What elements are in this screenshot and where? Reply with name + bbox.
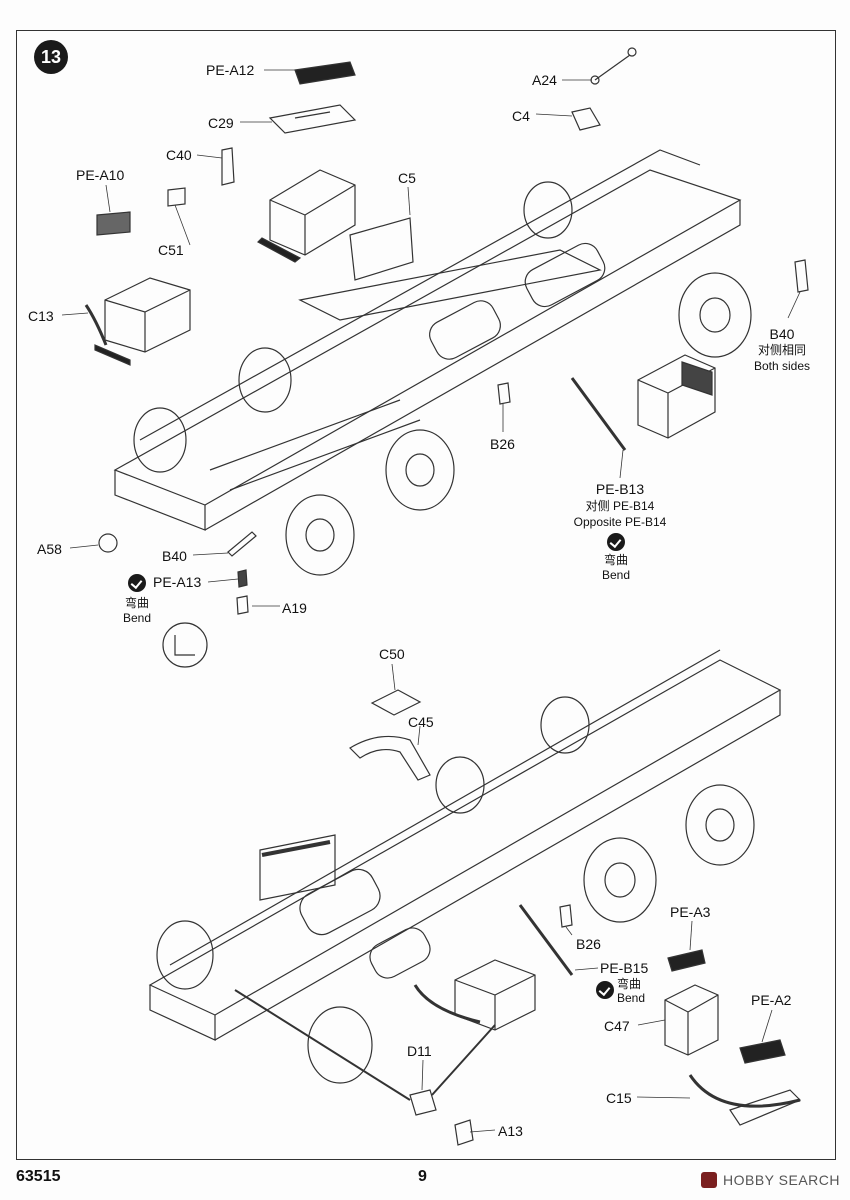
callout-a13: A13 bbox=[498, 1123, 523, 1139]
callout-c13: C13 bbox=[28, 308, 54, 324]
a19-part bbox=[236, 595, 249, 615]
callout-pe-b15: PE-B15 bbox=[600, 960, 649, 976]
callout-b40-right-cn: 对侧相同 bbox=[757, 343, 807, 357]
callout-b26-top: B26 bbox=[490, 436, 515, 452]
c40-part bbox=[221, 147, 235, 186]
watermark-text: HOBBY SEARCH bbox=[723, 1172, 840, 1188]
d11-part bbox=[409, 1024, 496, 1116]
callout-b40-right-en: Both sides bbox=[753, 359, 811, 373]
callout-c40: C40 bbox=[166, 147, 192, 163]
b26-top-part bbox=[497, 382, 511, 405]
storage-box-lower bbox=[413, 959, 536, 1031]
callout-a58: A58 bbox=[37, 541, 62, 557]
wheel-upper-4 bbox=[238, 347, 292, 413]
callout-a24: A24 bbox=[532, 72, 557, 88]
bend-diagram-part bbox=[162, 622, 208, 668]
bend-icon-1 bbox=[607, 533, 625, 551]
callout-c45: C45 bbox=[408, 714, 434, 730]
callout-b40-left: B40 bbox=[162, 548, 187, 564]
callout-c50: C50 bbox=[379, 646, 405, 662]
b26-bottom-part bbox=[559, 904, 573, 928]
step-number-badge: 13 bbox=[34, 40, 68, 74]
callout-c15: C15 bbox=[606, 1090, 632, 1106]
bend-cn-3: 弯曲 bbox=[617, 977, 642, 991]
callout-pe-a12: PE-A12 bbox=[206, 62, 255, 78]
b40-right-part bbox=[794, 259, 809, 293]
c15-step-part bbox=[688, 1074, 802, 1126]
bend-icon-2 bbox=[128, 574, 146, 592]
wheel-upper-2 bbox=[385, 429, 455, 511]
page-number: 9 bbox=[418, 1168, 427, 1185]
upper-chassis-drawing bbox=[113, 149, 752, 576]
watermark: HOBBY SEARCH bbox=[701, 1172, 840, 1188]
battery-box-left bbox=[94, 211, 191, 366]
pe-a12-part bbox=[294, 61, 356, 85]
pe-b15-part bbox=[518, 904, 574, 976]
callout-d11: D11 bbox=[407, 1043, 432, 1059]
wheel-lower-4 bbox=[307, 1006, 373, 1084]
bend-icon-3 bbox=[596, 981, 614, 999]
wheel-upper-5 bbox=[678, 272, 752, 358]
callout-b40-right: B40 bbox=[769, 326, 795, 342]
bend-en-3: Bend bbox=[617, 991, 646, 1005]
wheel-lower-3 bbox=[156, 920, 214, 990]
c4-part bbox=[571, 107, 601, 131]
tie-rod bbox=[234, 989, 411, 1101]
leader-lines bbox=[61, 69, 801, 1133]
callout-pe-a2: PE-A2 bbox=[751, 992, 792, 1008]
callout-a19: A19 bbox=[282, 600, 307, 616]
page-frame bbox=[16, 30, 836, 1160]
lower-chassis-drawing bbox=[148, 649, 782, 1084]
pe-b13-part bbox=[570, 377, 627, 451]
wheel-lower-5 bbox=[435, 756, 485, 814]
wheel-upper-6 bbox=[523, 181, 573, 239]
c29-part bbox=[268, 104, 357, 134]
wheel-upper-1 bbox=[285, 494, 355, 576]
callout-pe-b13-en: Opposite PE-B14 bbox=[573, 515, 667, 529]
bend-en-2: Bend bbox=[122, 611, 152, 625]
callout-pe-a3: PE-A3 bbox=[670, 904, 711, 920]
wheel-lower-6 bbox=[540, 696, 590, 754]
callout-c51: C51 bbox=[158, 242, 184, 258]
bend-en-1: Bend bbox=[601, 568, 631, 582]
bend-cn-2: 弯曲 bbox=[124, 596, 150, 610]
callout-pe-b13-cn: 对侧 PE-B14 bbox=[585, 499, 655, 513]
c47-part bbox=[664, 984, 719, 1056]
callout-c4: C4 bbox=[512, 108, 530, 124]
watermark-logo-icon bbox=[701, 1172, 717, 1188]
callout-c29: C29 bbox=[208, 115, 234, 131]
callout-b26-bottom: B26 bbox=[576, 936, 601, 952]
wheel-upper-3 bbox=[133, 407, 187, 473]
callout-c5: C5 bbox=[398, 170, 416, 186]
wheel-lower-1 bbox=[583, 837, 657, 923]
callout-pe-a13: PE-A13 bbox=[153, 574, 202, 590]
c51-part bbox=[167, 187, 186, 207]
storage-box-right bbox=[637, 354, 716, 439]
pe-a13-part bbox=[237, 569, 248, 588]
model-number: 63515 bbox=[16, 1168, 61, 1185]
a13-part bbox=[454, 1119, 474, 1146]
pe-a2-part bbox=[739, 1039, 786, 1064]
c45-part bbox=[349, 735, 431, 781]
c50-part bbox=[370, 689, 422, 716]
c13-part bbox=[84, 304, 108, 346]
callout-pe-b13: PE-B13 bbox=[595, 481, 645, 497]
wheel-lower-2 bbox=[685, 784, 755, 866]
callout-c47: C47 bbox=[604, 1018, 630, 1034]
pe-a3-part bbox=[667, 949, 706, 972]
b40-left-part bbox=[227, 531, 257, 557]
callout-pe-a10: PE-A10 bbox=[76, 167, 125, 183]
a24-part bbox=[590, 47, 637, 85]
bend-cn-1: 弯曲 bbox=[603, 553, 629, 567]
a58-part bbox=[98, 533, 118, 553]
battery-box-c5 bbox=[257, 169, 414, 281]
